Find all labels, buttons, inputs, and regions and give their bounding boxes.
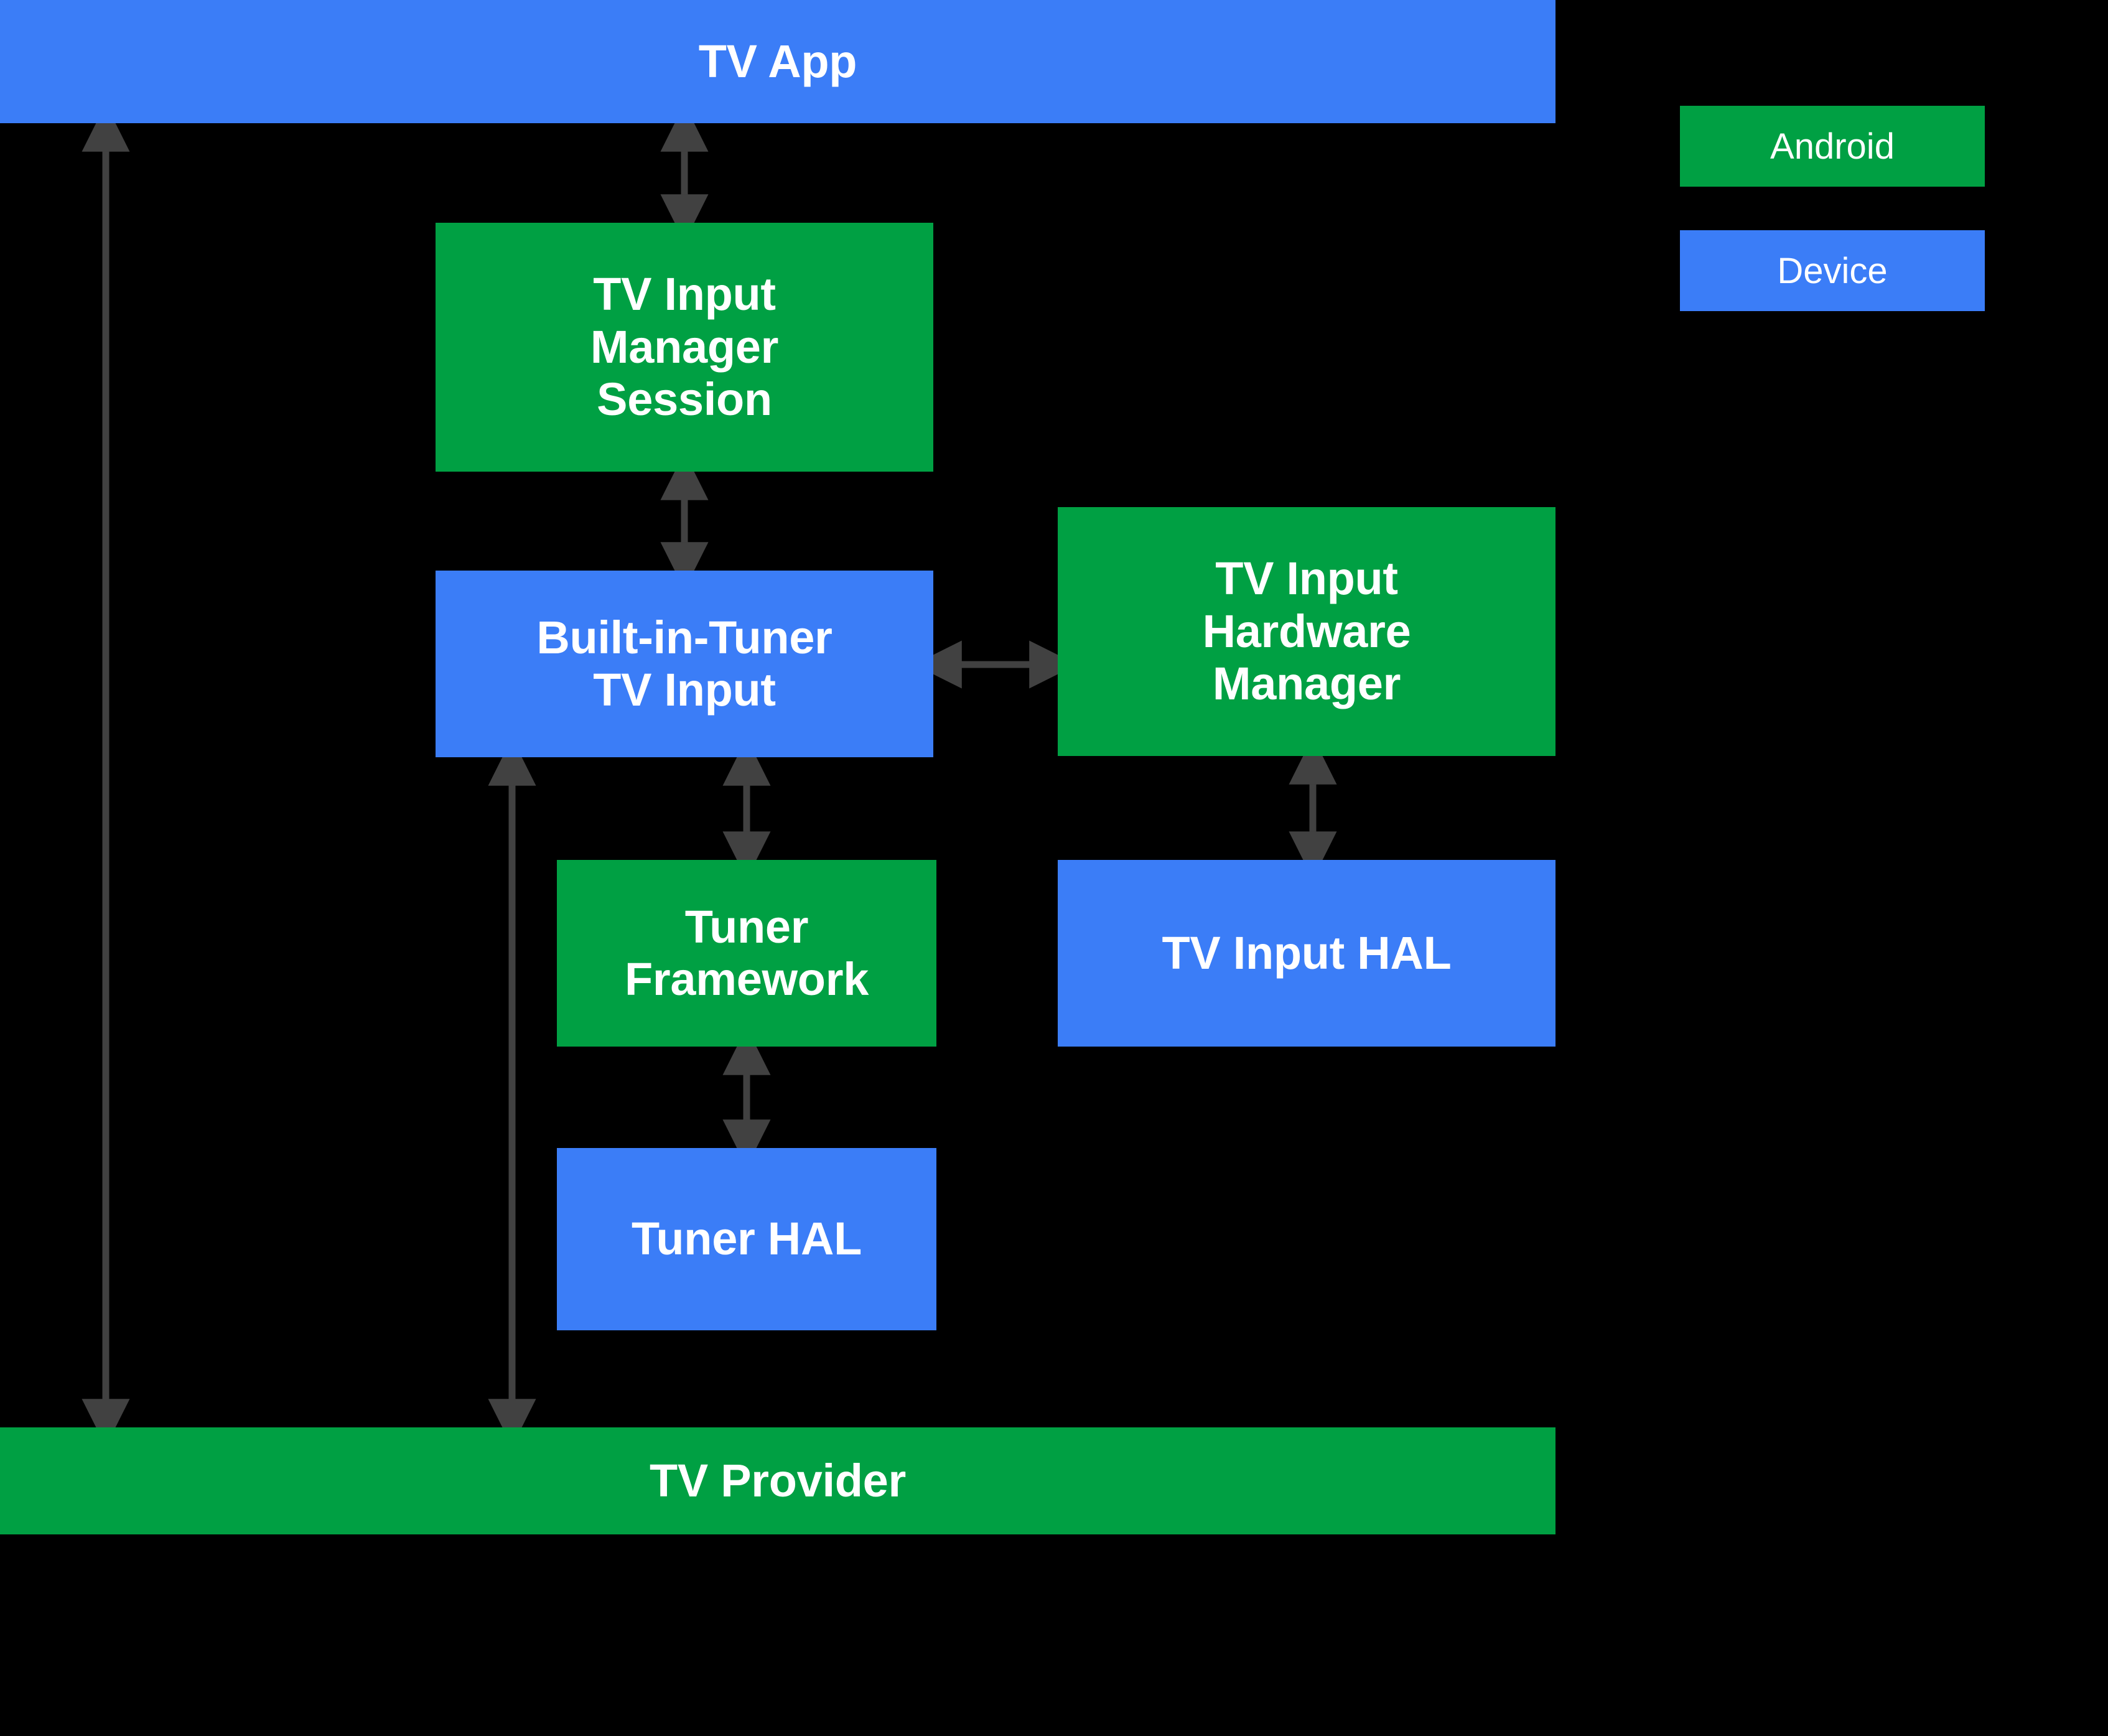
node-tv-provider[interactable]: TV Provider (0, 1427, 1555, 1534)
node-built-in-tuner-tv-input[interactable]: Built-in-Tuner TV Input (436, 571, 933, 757)
legend: Android Device (1680, 106, 1985, 311)
node-tv-input-manager-session[interactable]: TV Input Manager Session (436, 223, 933, 472)
node-tv-input-hardware-manager[interactable]: TV Input Hardware Manager (1058, 507, 1555, 756)
node-tuner-hal[interactable]: Tuner HAL (557, 1148, 936, 1330)
legend-item-android: Android (1680, 106, 1985, 187)
node-tuner-framework[interactable]: Tuner Framework (557, 860, 936, 1047)
legend-item-device: Device (1680, 230, 1985, 311)
node-tv-input-hal[interactable]: TV Input HAL (1058, 860, 1555, 1047)
node-tv-app[interactable]: TV App (0, 0, 1555, 123)
